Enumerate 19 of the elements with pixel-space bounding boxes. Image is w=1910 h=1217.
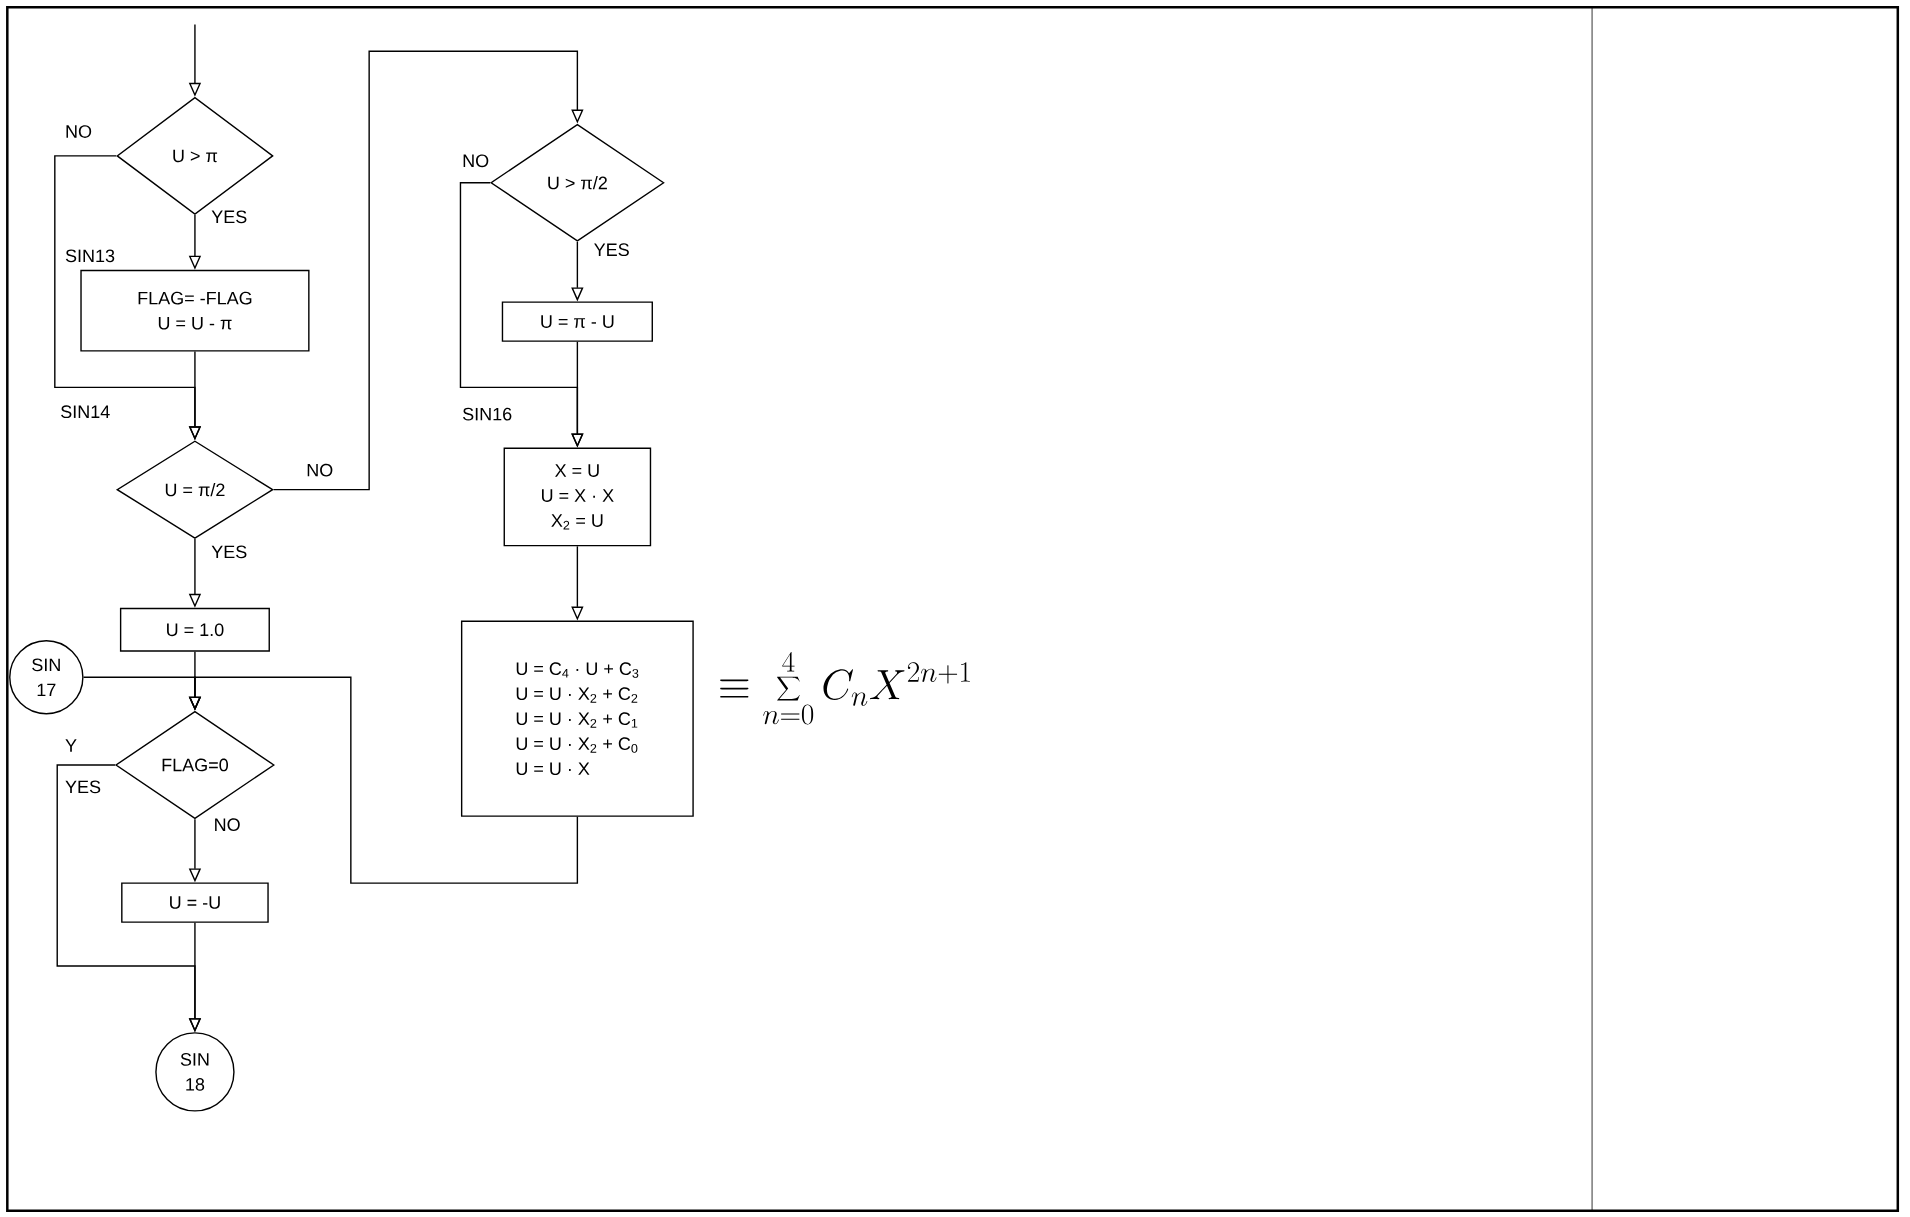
connector-label: SIN16 xyxy=(462,407,512,421)
edge-label: YES xyxy=(64,779,103,795)
process-box: U = π - U xyxy=(501,301,653,342)
summation-formula: $\equiv \sum_{n=0}^{4} C_n X^{2n+1}$ xyxy=(720,651,970,725)
edge-label: NO xyxy=(461,153,491,169)
connector-label: SIN14 xyxy=(61,405,110,419)
arrow xyxy=(272,50,584,491)
edge-label: YES xyxy=(210,544,249,560)
connector-label: SIN13 xyxy=(65,249,115,263)
process-box: FLAG= -FLAG U = U - π xyxy=(80,269,310,352)
process-box: U = 1.0 xyxy=(119,607,270,652)
process-box: U = C$_{4}$ · U + C$_{3}$ U = U · X$_{2}$ + C$_{2}$ U = U · X$_{2}$ + C$_{1}$ U = U · X$_{2}$ + C$_{0}$ U = U · X xyxy=(460,620,694,817)
edge-label: YES xyxy=(592,242,631,258)
edge-label: NO xyxy=(305,462,335,478)
process-box: U = -U xyxy=(121,882,269,923)
edge-label: NO xyxy=(64,124,93,139)
edge-label: NO xyxy=(212,817,242,833)
connector-label: Y xyxy=(65,739,77,752)
process-box: X = U U = X · X X$_{2}$ = U xyxy=(503,447,652,547)
